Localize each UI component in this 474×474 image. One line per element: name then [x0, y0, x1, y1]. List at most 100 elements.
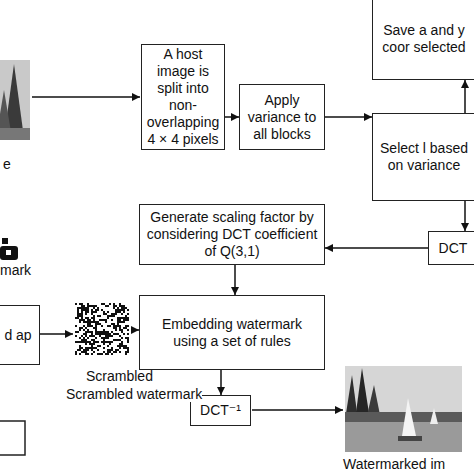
pattern-cell [117, 311, 119, 313]
pattern-cell [99, 333, 101, 335]
pattern-cell [79, 303, 81, 305]
pattern-cell [107, 305, 109, 307]
pattern-cell [125, 347, 127, 349]
pattern-cell [103, 313, 105, 315]
pattern-cell [95, 305, 97, 307]
pattern-cell [117, 325, 119, 327]
pattern-cell [107, 315, 109, 317]
pattern-cell [87, 319, 89, 321]
pattern-cell [95, 311, 97, 313]
pattern-cell [127, 351, 129, 353]
pattern-cell [121, 329, 123, 331]
pattern-cell [89, 325, 91, 327]
pattern-cell [99, 315, 101, 317]
pattern-cell [113, 327, 115, 329]
pattern-cell [77, 313, 79, 315]
process-box: Save a and y coor selected [372, 0, 474, 80]
pattern-cell [83, 351, 85, 353]
pattern-cell [95, 333, 97, 335]
pattern-cell [113, 323, 115, 325]
pattern-cell [75, 331, 77, 333]
pattern-cell [109, 315, 111, 317]
pattern-cell [83, 319, 85, 321]
pattern-cell [85, 343, 87, 345]
pattern-cell [123, 307, 125, 309]
pattern-cell [103, 331, 105, 333]
pattern-cell [85, 317, 87, 319]
pattern-cell [85, 341, 87, 343]
pattern-cell [79, 349, 81, 351]
watermark-logo [0, 238, 18, 260]
pattern-cell [119, 327, 121, 329]
pattern-cell [105, 313, 107, 315]
pattern-cell [87, 349, 89, 351]
box-text: DCT⁻¹ [200, 402, 241, 419]
pattern-cell [77, 317, 79, 319]
pattern-cell [81, 307, 83, 309]
pattern-cell [77, 309, 79, 311]
pattern-cell [91, 317, 93, 319]
pattern-cell [101, 309, 103, 311]
flow-arrow [234, 265, 236, 295]
pattern-cell [127, 325, 129, 327]
pattern-cell [121, 341, 123, 343]
pattern-cell [111, 313, 113, 315]
watermarked-image [345, 366, 462, 452]
process-box: d ap [0, 305, 40, 365]
pattern-cell [103, 337, 105, 339]
pattern-cell [93, 311, 95, 313]
pattern-cell [95, 331, 97, 333]
pattern-cell [119, 309, 121, 311]
pattern-cell [95, 325, 97, 327]
pattern-cell [117, 323, 119, 325]
pattern-cell [115, 309, 117, 311]
pattern-cell [93, 341, 95, 343]
pattern-cell [115, 333, 117, 335]
pattern-cell [81, 303, 83, 305]
pattern-cell [81, 319, 83, 321]
pattern-cell [113, 315, 115, 317]
pattern-cell [113, 307, 115, 309]
pattern-cell [109, 303, 111, 305]
pattern-cell [119, 319, 121, 321]
pattern-cell [107, 335, 109, 337]
image-caption: Scrambled watermark [66, 386, 202, 402]
pattern-cell [81, 317, 83, 319]
pattern-cell [103, 303, 105, 305]
pattern-cell [127, 337, 129, 339]
pattern-cell [107, 353, 109, 355]
pattern-cell [119, 339, 121, 341]
pattern-cell [127, 319, 129, 321]
box-text: DCT [439, 240, 468, 257]
process-box: Embedding watermark using a set of rules [139, 295, 325, 370]
pattern-cell [109, 343, 111, 345]
pattern-cell [83, 339, 85, 341]
pattern-cell [83, 341, 85, 343]
pattern-cell [97, 331, 99, 333]
pattern-cell [89, 323, 91, 325]
pattern-cell [109, 325, 111, 327]
pattern-cell [125, 345, 127, 347]
pattern-cell [99, 335, 101, 337]
pattern-cell [81, 327, 83, 329]
input-arrow [131, 329, 139, 331]
pattern-cell [89, 341, 91, 343]
pattern-cell [109, 341, 111, 343]
pattern-cell [125, 337, 127, 339]
pattern-cell [87, 309, 89, 311]
pattern-cell [119, 347, 121, 349]
pattern-cell [115, 349, 117, 351]
pattern-cell [95, 329, 97, 331]
box-text: A host image is split into non- overlapp… [147, 46, 219, 148]
pattern-cell [87, 337, 89, 339]
pattern-cell [79, 337, 81, 339]
pattern-cell [125, 307, 127, 309]
pattern-cell [101, 331, 103, 333]
pattern-cell [91, 353, 93, 355]
pattern-cell [115, 329, 117, 331]
pattern-cell [83, 349, 85, 351]
pattern-cell [95, 337, 97, 339]
pattern-cell [83, 321, 85, 323]
pattern-cell [79, 327, 81, 329]
pattern-cell [91, 309, 93, 311]
